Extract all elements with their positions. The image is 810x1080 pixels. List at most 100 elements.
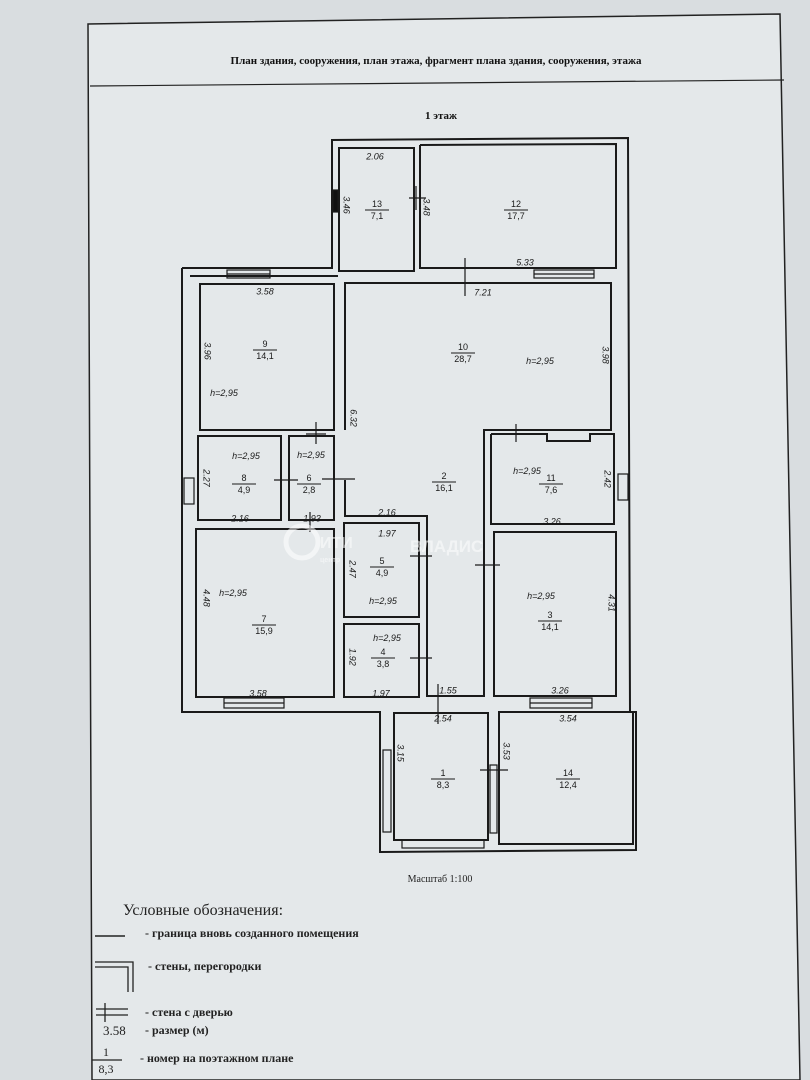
dimension-label: 4.48 — [202, 589, 212, 607]
room-area: 2,8 — [303, 485, 316, 495]
floor-title: 1 этаж — [425, 110, 457, 122]
dimension-label: 1.97 — [378, 528, 397, 538]
legend-number-sample: 1 — [103, 1045, 109, 1059]
room-label-11: 117,6 — [539, 473, 563, 495]
header-divider — [89, 79, 785, 87]
room-area: 7,6 — [545, 485, 558, 495]
room-11-outline — [490, 433, 615, 525]
room-area: 4,9 — [238, 485, 251, 495]
ceiling-height-label: h=2,95 — [369, 596, 398, 606]
ceiling-height-label: h=2,95 — [297, 450, 326, 460]
legend-item: - размер (м) — [145, 1023, 209, 1037]
dimension-label: 1.93 — [303, 513, 321, 523]
dimension-label: 3.15 — [396, 744, 406, 763]
room-4-outline — [343, 623, 420, 698]
room-label-7: 715,9 — [252, 614, 276, 636]
watermark-center: центр — [320, 557, 340, 564]
room-area: 15,9 — [255, 626, 273, 636]
legend: Условные обозначения: - граница вновь со… — [92, 902, 359, 1076]
room-number: 10 — [458, 342, 468, 352]
room-area: 17,7 — [507, 211, 525, 221]
room-area: 28,7 — [454, 354, 472, 364]
dimension-label: 3.58 — [249, 688, 267, 698]
watermark-iti: ИТИ — [320, 535, 353, 552]
door-marks — [274, 186, 517, 771]
dimension-label: 2.06 — [365, 151, 384, 161]
dimension-label: 1.55 — [439, 685, 458, 695]
room-area: 8,3 — [437, 780, 450, 790]
room-6-outline — [288, 435, 335, 521]
legend-size-sample: 3.58 — [103, 1023, 126, 1038]
room-label-8: 84,9 — [232, 473, 256, 495]
height-labels: h=2,95 h=2,95 h=2,95 h=2,95 h=2,95 h=2,95 h=2,… — [210, 356, 556, 643]
dimension-label: 3.96 — [203, 342, 213, 360]
exterior-walls — [181, 136, 637, 854]
ceiling-height-label: h=2,95 — [513, 466, 542, 476]
room-number: 13 — [372, 199, 382, 209]
scale-label: Масштаб 1:100 — [408, 874, 473, 885]
ceiling-height-label: h=2,95 — [373, 633, 402, 643]
room-number: 3 — [547, 610, 552, 620]
room-labels: 18,3216,1314,143,854,962,8715,984,9914,1… — [232, 199, 580, 790]
room-area: 4,9 — [376, 568, 389, 578]
legend-item: - номер на поэтажном плане — [140, 1051, 294, 1065]
room-number: 1 — [440, 768, 445, 778]
ceiling-height-label: h=2,95 — [219, 588, 248, 598]
dimension-label: 2.54 — [433, 713, 452, 723]
room-number: 2 — [441, 471, 446, 481]
room-5-outline — [343, 522, 420, 618]
dimension-label: 2.27 — [202, 468, 212, 488]
dimension-label: 1.92 — [348, 648, 358, 666]
room-area: 16,1 — [435, 483, 453, 493]
dimension-label: 3.58 — [256, 286, 274, 296]
dimension-label: 2.42 — [603, 469, 613, 488]
room-label-5: 54,9 — [370, 556, 394, 578]
ceiling-height-label: h=2,95 — [527, 591, 556, 601]
room-13-outline — [338, 147, 415, 272]
room-12-outline — [419, 142, 617, 269]
room-label-4: 43,8 — [371, 647, 395, 669]
legend-wall-icon — [95, 961, 134, 992]
legend-area-sample: 8,3 — [99, 1062, 114, 1076]
room-number: 12 — [511, 199, 521, 209]
dimension-label: 7.21 — [474, 287, 492, 297]
room-area: 12,4 — [559, 780, 577, 790]
watermark-logo-icon — [283, 523, 321, 561]
windows — [183, 189, 629, 849]
room-label-10: 10 28,7 — [451, 342, 475, 364]
dimension-label: 3.46 — [342, 196, 352, 214]
room-10-2-outline — [344, 282, 612, 697]
room-area: 14,1 — [256, 351, 274, 361]
room-8-outline — [197, 435, 282, 521]
dimension-label: 3.53 — [502, 742, 512, 760]
room-7-outline — [195, 528, 335, 698]
legend-item: - граница вновь созданного помещения — [145, 926, 359, 940]
room-area: 14,1 — [541, 622, 559, 632]
room-9-outline — [199, 283, 335, 431]
room-number: 8 — [241, 473, 246, 483]
paper-frame — [87, 13, 801, 1080]
room-number: 5 — [379, 556, 384, 566]
room-number: 11 — [546, 473, 555, 483]
watermark-vladis: ВЛАДИС — [410, 537, 483, 556]
room-number: 6 — [306, 473, 311, 483]
legend-item: - стена с дверью — [145, 1005, 233, 1019]
dimension-label: 2.16 — [230, 513, 249, 523]
dimension-label: 3.48 — [422, 198, 432, 216]
room-label-14: 14 12,4 — [556, 768, 580, 790]
room-3-outline — [493, 531, 617, 697]
dimension-label: 3.26 — [551, 685, 569, 695]
room-label-3: 314,1 — [538, 610, 562, 632]
room-number: 7 — [261, 614, 266, 624]
room-area: 7,1 — [371, 211, 384, 221]
legend-title: Условные обозначения: — [123, 902, 283, 919]
room-number: 14 — [563, 768, 573, 778]
room-label-9: 914,1 — [253, 339, 277, 361]
ceiling-height-label: h=2,95 — [232, 451, 261, 461]
room-area: 3,8 — [377, 659, 390, 669]
legend-item: - стены, перегородки — [148, 959, 262, 973]
dimension-label: 6.32 — [349, 409, 359, 427]
dimension-label: 2.16 — [377, 507, 396, 517]
